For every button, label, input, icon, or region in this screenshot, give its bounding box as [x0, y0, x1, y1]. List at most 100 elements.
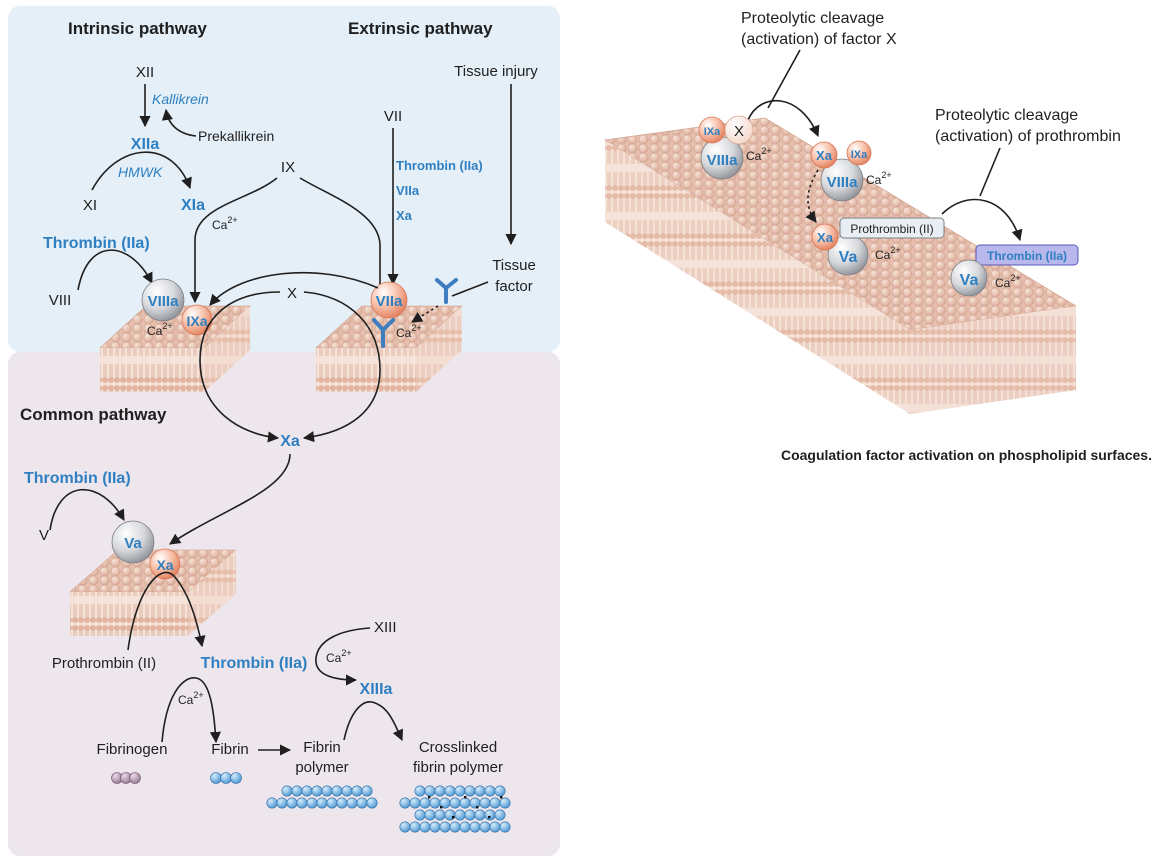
bead [276, 797, 288, 809]
extrinsic-heading: Extrinsic pathway [348, 19, 493, 38]
x-label-1: X [734, 123, 744, 140]
bead [361, 785, 373, 797]
cleavage-x-label-2: (activation) of factor X [741, 31, 897, 48]
xa-activator-label: Xa [396, 208, 413, 223]
cleavage-x-label-1: Proteolytic cleavage [741, 10, 884, 27]
bead [429, 821, 441, 833]
bead [230, 772, 242, 784]
xa-prothrombinase-sphere [149, 548, 181, 580]
thrombin-product-label: Thrombin (IIa) [201, 655, 308, 672]
crosslink-dot [440, 806, 443, 809]
crosslinked-label-2: fibrin polymer [413, 759, 503, 776]
bead [454, 785, 466, 797]
bead [220, 772, 232, 784]
bead [346, 797, 358, 809]
crosslinked-fibrin-polymer-icon [399, 785, 511, 833]
fibrinogen-label: Fibrinogen [97, 741, 168, 758]
factor-xi-label: XI [83, 197, 97, 214]
bead [399, 821, 411, 833]
tissue-factor-bound-icon [372, 318, 395, 348]
bead [210, 772, 222, 784]
bead [414, 785, 426, 797]
bead [429, 797, 441, 809]
bead [316, 797, 328, 809]
thrombin-tag [975, 244, 1079, 266]
bead [479, 797, 491, 809]
intrinsic-extrinsic-background [8, 6, 560, 352]
bead [286, 797, 298, 809]
bead [321, 785, 333, 797]
kallikrein-label: Kallikrein [152, 91, 209, 107]
viiia-label: VIIIa [148, 293, 180, 310]
ca-label-2: Ca2+ [866, 170, 892, 187]
tissue-factor-free-icon [435, 278, 458, 304]
ca-tenase-label: Ca2+ [147, 321, 173, 338]
bead [484, 785, 496, 797]
bead [336, 797, 348, 809]
ca-ix-label: Ca2+ [212, 215, 238, 232]
bead [499, 821, 511, 833]
bead [296, 797, 308, 809]
bead [409, 821, 421, 833]
ca-label-3: Ca2+ [875, 245, 901, 262]
factor-xiiia-label: XIIIa [360, 681, 393, 698]
fibrin-polymer-label-1: Fibrin [303, 739, 341, 756]
bead [469, 821, 481, 833]
bead [444, 809, 456, 821]
ca-extrinsic-label: Ca2+ [396, 323, 422, 340]
bead [499, 797, 511, 809]
bead [414, 809, 426, 821]
factor-xiii-label: XIII [374, 619, 397, 636]
ixa-label-1: IXa [704, 126, 721, 138]
bead [311, 785, 323, 797]
va-label-4: Va [960, 272, 979, 289]
bead [266, 797, 278, 809]
thrombin-tag-label: Thrombin (IIa) [987, 249, 1067, 263]
bead [469, 797, 481, 809]
viiia-sphere-2 [820, 158, 864, 202]
viiia-label-2: VIIIa [827, 174, 859, 191]
va-sphere [111, 520, 155, 564]
thrombin-intrinsic-label: Thrombin (IIa) [43, 235, 150, 252]
factor-viii-label: VIII [49, 292, 72, 309]
hmwk-label: HMWK [118, 164, 163, 180]
membrane-block-tenase [99, 305, 251, 392]
viia-sphere [370, 281, 408, 319]
bead [454, 809, 466, 821]
bead [489, 797, 501, 809]
bead [474, 785, 486, 797]
fibrin-label: Fibrin [211, 741, 249, 758]
bead [341, 785, 353, 797]
bead [459, 797, 471, 809]
ca-label-1: Ca2+ [746, 146, 772, 163]
crosslink-dot [452, 816, 455, 819]
bead [474, 809, 486, 821]
fibrin-polymer-label-2: polymer [295, 759, 348, 776]
crosslink-dot [464, 796, 467, 799]
prekallikrein-label: Prekallikrein [198, 128, 274, 144]
xa-label-2: Xa [816, 148, 833, 163]
factor-v-label: V [39, 527, 49, 544]
bead [281, 785, 293, 797]
bead [484, 809, 496, 821]
prothrombin-tag [839, 217, 945, 239]
xa-prothrombinase-label: Xa [156, 557, 173, 573]
thrombin-extrinsic-label: Thrombin (IIa) [396, 158, 483, 173]
intrinsic-heading: Intrinsic pathway [68, 19, 207, 38]
x-sphere-1 [724, 115, 754, 145]
bead [434, 809, 446, 821]
crosslink-dot [428, 796, 431, 799]
bead [449, 797, 461, 809]
bead [399, 797, 411, 809]
tissue-factor-label-1: Tissue [492, 257, 536, 274]
ca-xiii-label: Ca2+ [326, 648, 352, 665]
bead [424, 785, 436, 797]
crosslink-dot [476, 806, 479, 809]
figure-caption: Coagulation factor activation on phospho… [781, 447, 1152, 463]
bead [459, 821, 471, 833]
cleavage-prothrombin-label-2: (activation) of prothrombin [935, 128, 1121, 145]
ixa-sphere-2 [846, 140, 872, 166]
ca-label-4: Ca2+ [995, 273, 1021, 290]
ixa-label: IXa [186, 313, 207, 329]
